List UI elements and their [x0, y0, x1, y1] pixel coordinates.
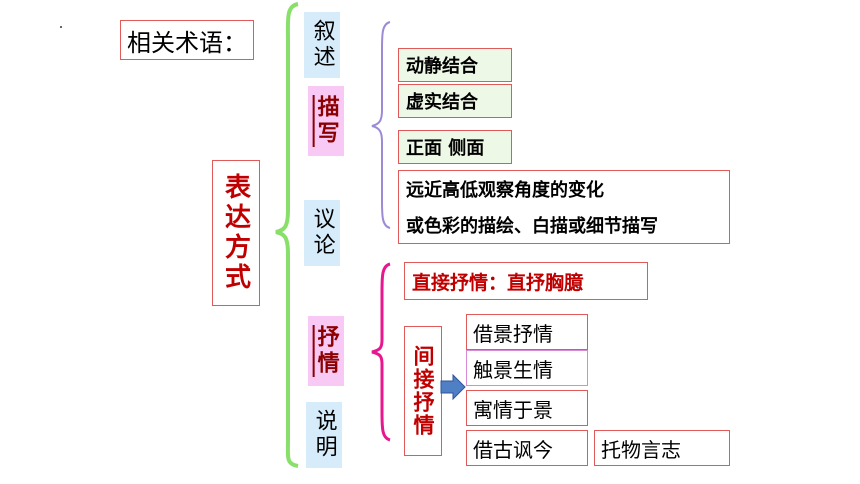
method-exposition: 说明 — [306, 402, 342, 468]
method-argumentation: 议论 — [304, 200, 340, 266]
direct-lyric-box: 直接抒情：直抒胸臆 — [404, 262, 648, 300]
indirect-type-scene: 借景抒情 — [466, 314, 588, 350]
indirect-lyric-box: 间接抒情 — [404, 326, 442, 456]
technique-virtual-real: 虚实结合 — [398, 84, 512, 118]
method-description: 描写 — [308, 86, 344, 156]
technique-observation: 远近高低观察角度的变化 — [406, 180, 604, 201]
method-lyric: 抒情 — [308, 316, 344, 386]
green-brace-icon — [275, 2, 299, 468]
indirect-type-history: 借古讽今 — [466, 430, 588, 466]
purple-brace-icon — [371, 21, 391, 229]
direct-lyric: 直接抒情：直抒胸臆 — [412, 271, 584, 294]
indirect-lyric: 间接抒情 — [411, 345, 435, 437]
main-method-box: 表达方式 — [212, 160, 260, 306]
main-method-text: 表达方式 — [220, 173, 251, 293]
arrow-right-icon — [440, 374, 466, 400]
indirect-type-embed: 寓情于景 — [466, 390, 588, 426]
indirect-type-object: 托物言志 — [594, 430, 730, 466]
technique-direct-indirect: 正面 侧面 — [398, 130, 512, 164]
technique-color-detail: 或色彩的描绘、白描或细节描写 — [406, 216, 658, 237]
page-title: 相关术语： — [120, 20, 254, 60]
technique-observation-box: 远近高低观察角度的变化 或色彩的描绘、白描或细节描写 — [398, 170, 730, 244]
indirect-type-touch: 触景生情 — [466, 350, 588, 386]
method-narration: 叙述 — [304, 12, 340, 78]
technique-dynamic-static: 动静结合 — [398, 48, 512, 82]
dot-mark — [60, 26, 62, 28]
title-text: 相关术语： — [127, 28, 247, 57]
magenta-brace-icon — [371, 262, 391, 442]
